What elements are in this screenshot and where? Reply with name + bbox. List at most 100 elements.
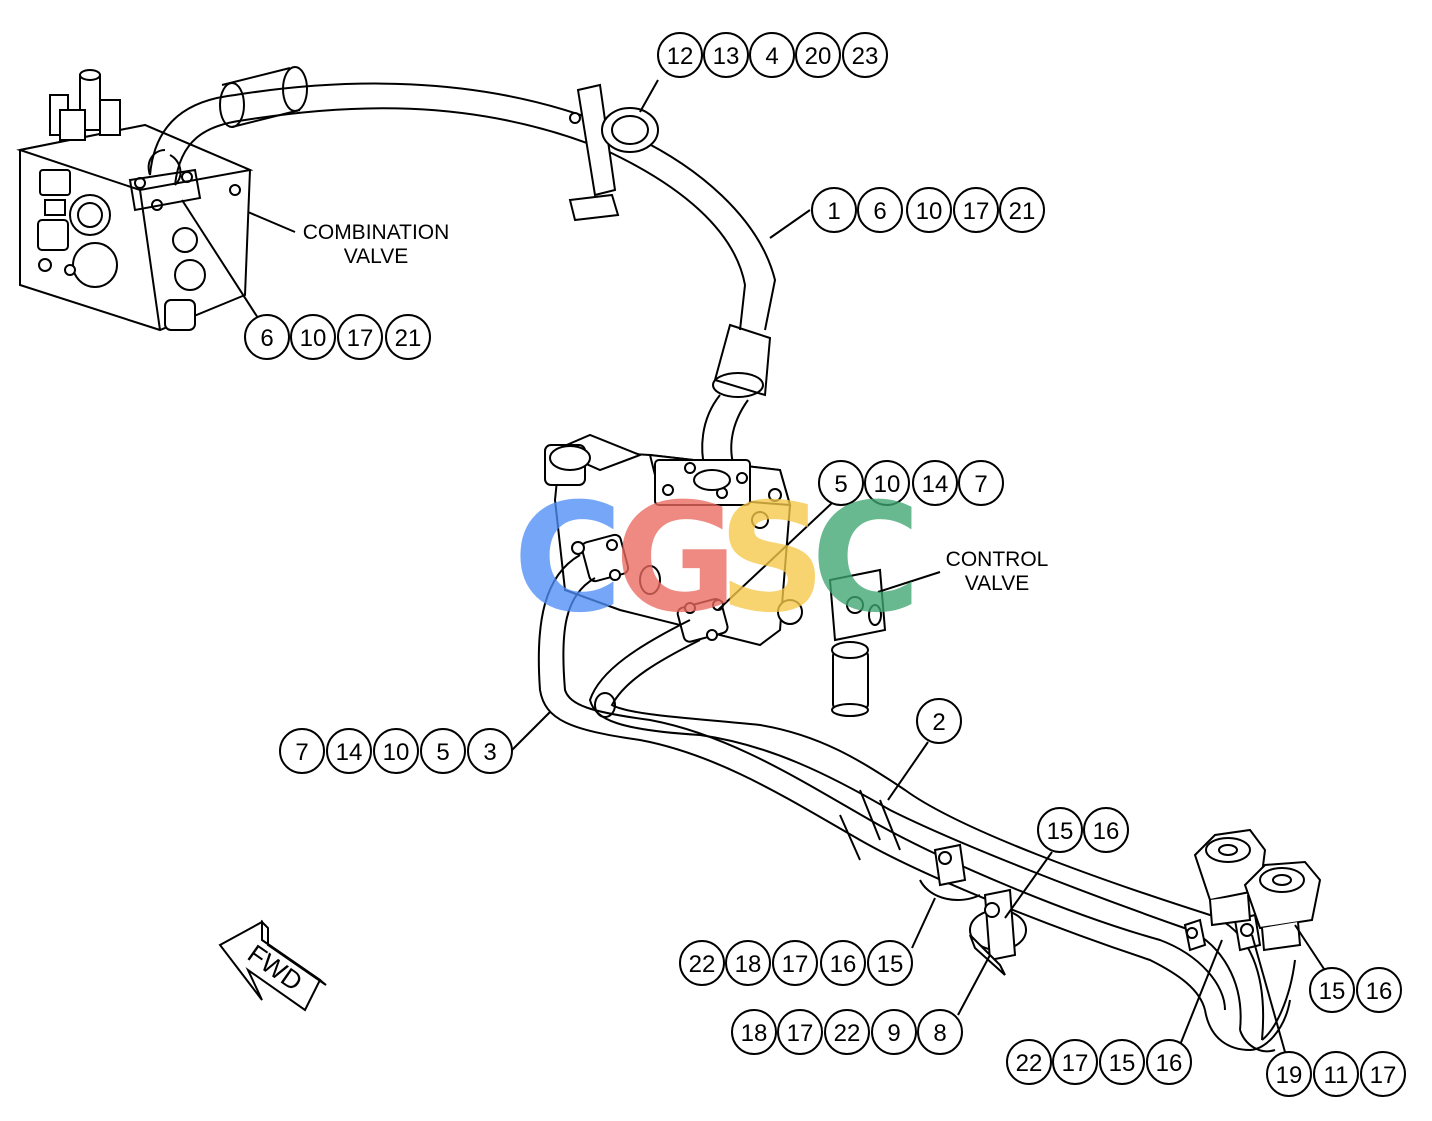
watermark-letter-4: C [811,472,921,646]
callout-balloon: 15 [1037,807,1083,853]
callout-group-left-tube: 7 14 10 5 3 [279,728,513,774]
callout-balloon: 20 [795,32,841,78]
callout-balloon: 19 [1266,1051,1312,1097]
callout-balloon: 3 [467,728,513,774]
callout-number: 3 [483,739,496,766]
callout-balloon: 18 [725,940,771,986]
callout-number: 17 [1062,1050,1089,1077]
right-fittings [1193,828,1322,952]
callout-number: 12 [667,43,694,70]
callout-balloon: 7 [958,460,1004,506]
callout-group-right-clamp-a: 22 17 15 16 [1006,1039,1192,1085]
callout-number: 16 [1156,1050,1183,1077]
callout-balloon: 17 [772,940,818,986]
callout-balloon: 16 [1146,1039,1192,1085]
callout-number: 10 [383,739,410,766]
callout-group-right-fitting: 15 16 [1309,967,1402,1013]
callout-number: 4 [765,43,778,70]
callout-number: 14 [336,739,363,766]
combination-valve-label-line2: VALVE [344,245,409,268]
callout-balloon: 4 [749,32,795,78]
combination-valve [16,69,254,332]
control-valve-label-line1: CONTROL [946,548,1049,571]
callout-number: 10 [874,471,901,498]
top-clamp [568,83,659,222]
callout-number: 6 [873,198,886,225]
leader-lines [181,79,1327,1053]
callout-number: 17 [782,951,809,978]
callout-balloon: 22 [679,940,725,986]
callout-number: 7 [295,739,308,766]
callout-balloon: 7 [279,728,325,774]
callout-balloon: 6 [244,314,290,360]
watermark-letter-2: G [614,472,737,646]
callout-number: 15 [1047,818,1074,845]
callout-number: 15 [877,951,904,978]
callout-balloon: 5 [818,460,864,506]
callout-number: 16 [1093,818,1120,845]
callout-balloon: 2 [916,698,962,744]
callout-balloon: 14 [912,460,958,506]
callout-balloon: 21 [385,314,431,360]
callout-balloon: 11 [1313,1051,1359,1097]
watermark-letter-3: S [718,472,826,646]
callout-number: 21 [1009,198,1036,225]
callout-balloon: 23 [842,32,888,78]
callout-balloon: 6 [857,187,903,233]
callout-number: 22 [689,951,716,978]
callout-group-top-clamp: 12 13 4 20 23 [657,32,888,78]
callout-number: 10 [916,198,943,225]
callout-balloon: 16 [820,940,866,986]
callout-balloon: 15 [1309,967,1355,1013]
lower-clamps [933,843,1262,976]
callout-balloon: 22 [1006,1039,1052,1085]
callout-balloon: 10 [864,460,910,506]
callout-number: 23 [852,43,879,70]
callout-balloon: 16 [1356,967,1402,1013]
callout-group-mid-clamp: 15 16 [1037,807,1129,853]
callout-balloon: 12 [657,32,703,78]
callout-number: 8 [933,1020,946,1047]
callout-balloon: 14 [326,728,372,774]
callout-balloon: 17 [777,1009,823,1055]
callout-number: 5 [834,471,847,498]
callout-balloon: 15 [867,940,913,986]
callout-group-upper-tube: 1 6 10 17 21 [811,187,1045,233]
callout-group-right-clamp-b: 19 11 17 [1266,1051,1406,1097]
callout-balloon: 5 [420,728,466,774]
callout-number: 16 [1366,978,1393,1005]
combination-valve-label-line1: COMBINATION [303,221,450,244]
control-valve-label: CONTROL VALVE [946,548,1049,595]
callout-number: 11 [1324,1062,1349,1089]
callout-number: 20 [805,43,832,70]
callout-number: 15 [1109,1050,1136,1077]
callout-number: 9 [887,1020,900,1047]
callout-balloon: 21 [999,187,1045,233]
callout-balloon: 15 [1099,1039,1145,1085]
callout-number: 16 [830,951,857,978]
callout-number: 19 [1276,1062,1303,1089]
callout-number: 18 [741,1020,768,1047]
callout-number: 7 [974,471,987,498]
callout-group-combination-valve-flange: 6 10 17 21 [244,314,431,360]
callout-balloon: 1 [811,187,857,233]
callout-number: 14 [922,471,949,498]
fwd-arrow: FWD [218,919,327,1012]
callout-balloon: 10 [290,314,336,360]
tube-lower [537,554,1296,1053]
callout-number: 13 [713,43,740,70]
callout-balloon: 9 [871,1009,917,1055]
callout-balloon: 18 [731,1009,777,1055]
callout-balloon: 17 [953,187,999,233]
callout-number: 5 [436,739,449,766]
callout-number: 22 [1016,1050,1043,1077]
callout-number: 1 [827,198,840,225]
callout-number: 21 [395,325,422,352]
callout-balloon: 8 [917,1009,963,1055]
combination-valve-label: COMBINATION VALVE [303,221,450,268]
callout-number: 18 [735,951,762,978]
callout-number: 17 [963,198,990,225]
callout-number: 17 [1370,1062,1397,1089]
